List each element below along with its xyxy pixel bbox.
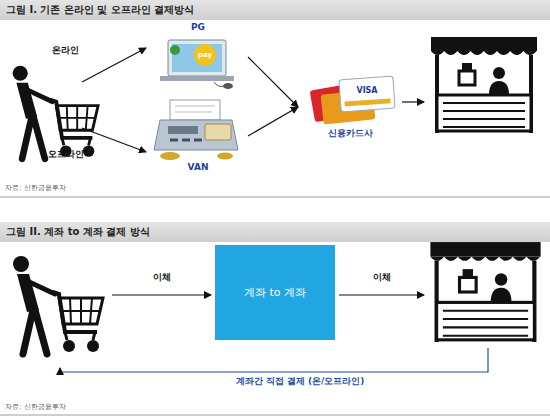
path-label: 이체: [153, 271, 171, 284]
source-note: 자료: 신한금융투자: [5, 402, 66, 412]
node-text: 그림 II. 계좌 to 계좌 결제 방식: [6, 225, 150, 239]
node-text: PG: [191, 22, 205, 32]
path-label: 온라인: [52, 44, 79, 57]
path-label: 이체: [373, 271, 391, 284]
flow-arrow: [248, 107, 298, 136]
path-label: 오프라인: [48, 148, 84, 161]
icon-text: VISA: [356, 86, 377, 95]
node-text: VAN: [188, 162, 209, 172]
source-note: 자료: 신한금융투자: [5, 183, 66, 193]
path-label: 계좌간 직접 결제 (온/오프라인): [233, 375, 368, 388]
node-text: 그림 I. 기존 온라인 및 오프라인 결제방식: [6, 3, 194, 17]
icon-text: pay: [198, 51, 212, 59]
node-text: 계좌 to 계좌: [244, 285, 306, 300]
flow-arrow: [248, 57, 298, 107]
header-band: 그림 I. 기존 온라인 및 오프라인 결제방식: [0, 0, 550, 20]
card-company-icon: 신용카드사: [298, 74, 402, 140]
header-band: 그림 II. 계좌 to 계좌 결제 방식: [0, 222, 550, 242]
node-text: 신용카드사: [328, 127, 373, 140]
account-box: 계좌 to 계좌: [215, 245, 335, 340]
van-icon: VAN: [148, 100, 248, 172]
